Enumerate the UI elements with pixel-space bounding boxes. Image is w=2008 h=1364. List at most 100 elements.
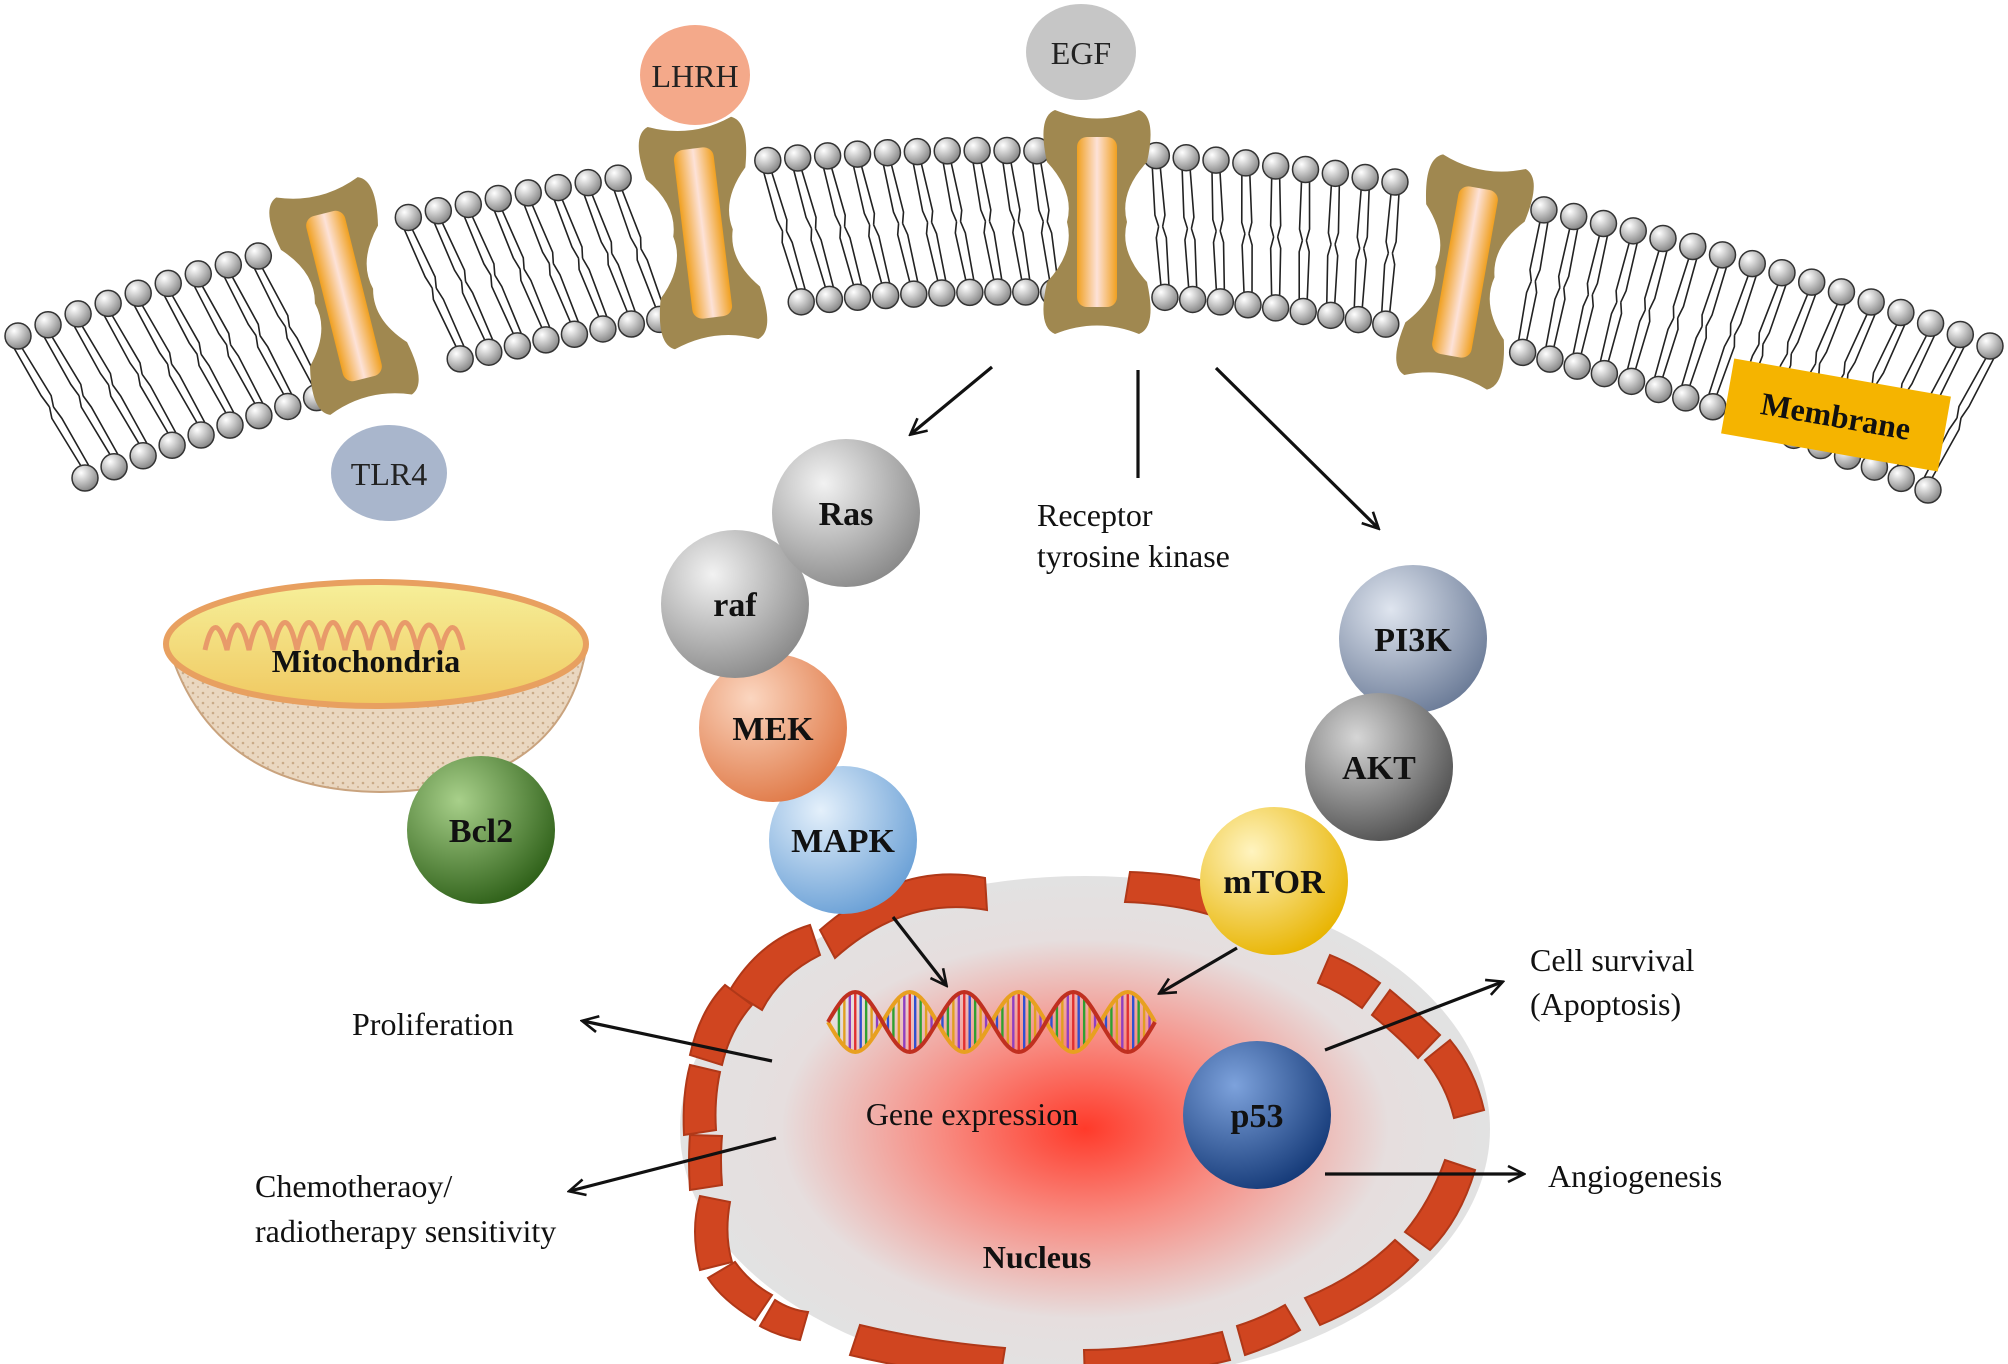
cell-membrane bbox=[4, 136, 2004, 504]
lipid-tail bbox=[1626, 250, 1660, 370]
lipid-head bbox=[928, 279, 956, 307]
lipid-tail bbox=[882, 164, 911, 283]
lipid-head bbox=[1351, 163, 1379, 192]
lipid-head bbox=[604, 164, 632, 192]
lipid-tail bbox=[433, 222, 486, 341]
lipid-tail bbox=[561, 199, 608, 318]
lipid-head bbox=[933, 137, 961, 165]
lipid-head bbox=[813, 142, 842, 170]
svg-text:MAPK: MAPK bbox=[791, 823, 895, 860]
lipid-head bbox=[1976, 332, 2004, 360]
lipid-head bbox=[1559, 202, 1588, 231]
lipid-head bbox=[1261, 152, 1290, 180]
lipid-tail bbox=[1388, 193, 1400, 313]
lipid-head bbox=[1708, 241, 1737, 269]
chemo-label-line2: radiotherapy sensitivity bbox=[255, 1213, 556, 1249]
lipid-tail bbox=[822, 167, 855, 286]
lipid-head bbox=[1887, 464, 1915, 493]
lipid-head bbox=[1617, 367, 1646, 396]
dna-strand bbox=[826, 989, 1157, 1055]
arrow-chemo-sensitivity bbox=[570, 1136, 777, 1191]
protein-pi3k: PI3K bbox=[1339, 565, 1487, 713]
svg-text:Bcl2: Bcl2 bbox=[449, 813, 513, 850]
lipid-tail bbox=[43, 336, 111, 456]
lipid-head bbox=[424, 197, 453, 225]
lipid-head bbox=[216, 411, 244, 439]
lipid-tail bbox=[1708, 275, 1750, 395]
lipid-head bbox=[1738, 249, 1766, 278]
lipid-tail bbox=[890, 164, 919, 283]
lipid-head bbox=[871, 281, 900, 310]
protein-mek: MEK bbox=[699, 654, 847, 802]
lipid-tail bbox=[1002, 162, 1023, 281]
lipid-tail bbox=[1219, 172, 1226, 290]
lipid-tail bbox=[1634, 250, 1668, 370]
lipid-head bbox=[1321, 159, 1350, 188]
lipid-tail bbox=[1189, 169, 1198, 288]
lipid-head bbox=[94, 289, 122, 318]
arrow-to-pi3k bbox=[1214, 366, 1378, 528]
lipid-tail bbox=[51, 336, 119, 456]
receptor-egf bbox=[1043, 110, 1151, 334]
protein-mapk: MAPK bbox=[769, 766, 917, 914]
lipid-head bbox=[64, 300, 92, 328]
lipid-head bbox=[1381, 168, 1409, 196]
svg-text:LHRH: LHRH bbox=[651, 58, 738, 94]
lipid-tail bbox=[1553, 228, 1579, 348]
svg-text:p53: p53 bbox=[1231, 1098, 1284, 1135]
lipid-head bbox=[1172, 143, 1200, 172]
lipid-head bbox=[184, 260, 213, 288]
arrow-cell-survival bbox=[1324, 982, 1502, 1052]
lipid-tail bbox=[852, 165, 883, 284]
lipid-head bbox=[532, 326, 560, 354]
lipid-tail bbox=[111, 314, 177, 434]
lipid-tail bbox=[223, 276, 285, 395]
lipid-head bbox=[1508, 338, 1537, 367]
svg-text:raf: raf bbox=[713, 587, 757, 624]
lipid-head bbox=[245, 401, 273, 430]
lipid-head bbox=[71, 464, 99, 492]
lipid-tail bbox=[13, 347, 82, 467]
svg-text:mTOR: mTOR bbox=[1223, 864, 1325, 901]
lipid-tail bbox=[471, 216, 523, 335]
lipid-head bbox=[475, 338, 503, 366]
lipid-head bbox=[1768, 258, 1796, 287]
protein-raf: raf bbox=[661, 530, 809, 678]
ligand-lhrh: LHRH bbox=[640, 25, 750, 125]
lipid-head bbox=[754, 146, 782, 175]
lipid-head bbox=[843, 140, 872, 168]
nucleus: Nucleus Gene expression bbox=[680, 870, 1490, 1364]
ligand-egf: EGF bbox=[1026, 4, 1136, 100]
lipid-tail bbox=[1931, 357, 1995, 479]
membrane-label: Membrane bbox=[1721, 358, 1951, 472]
lipid-tail bbox=[441, 222, 494, 341]
lipid-tail bbox=[860, 165, 891, 284]
receptor-label-line2: tyrosine kinase bbox=[1037, 538, 1230, 574]
survival-label-line1: Cell survival bbox=[1530, 942, 1695, 978]
lipid-head bbox=[514, 179, 542, 207]
lipid-head bbox=[124, 279, 152, 307]
receptor-lhrh bbox=[638, 116, 768, 350]
lipid-tail bbox=[1353, 189, 1362, 308]
lipid-tail bbox=[163, 295, 227, 414]
lipid-tail bbox=[1181, 169, 1190, 288]
lipid-head bbox=[963, 136, 991, 165]
lipid-head bbox=[544, 173, 572, 202]
chemo-label-line1: Chemotheraoy/ bbox=[255, 1168, 452, 1204]
lipid-head bbox=[1234, 290, 1262, 319]
lipid-tail bbox=[972, 162, 995, 281]
protein-bcl2: Bcl2 bbox=[407, 756, 555, 904]
svg-text:AKT: AKT bbox=[1342, 750, 1416, 787]
lipid-tail bbox=[1680, 266, 1720, 387]
svg-text:EGF: EGF bbox=[1051, 35, 1111, 71]
arrow-proliferation bbox=[583, 1021, 773, 1063]
lipid-head bbox=[158, 431, 186, 459]
lipid-tail bbox=[1525, 221, 1549, 341]
lipid-tail bbox=[81, 325, 148, 445]
lipid-head bbox=[1619, 217, 1647, 245]
lipid-tail bbox=[1276, 178, 1282, 296]
lipid-head bbox=[1372, 310, 1400, 338]
lipid-head bbox=[1317, 301, 1345, 330]
gene-expression-label: Gene expression bbox=[866, 1096, 1078, 1132]
lipid-tail bbox=[1661, 258, 1698, 378]
